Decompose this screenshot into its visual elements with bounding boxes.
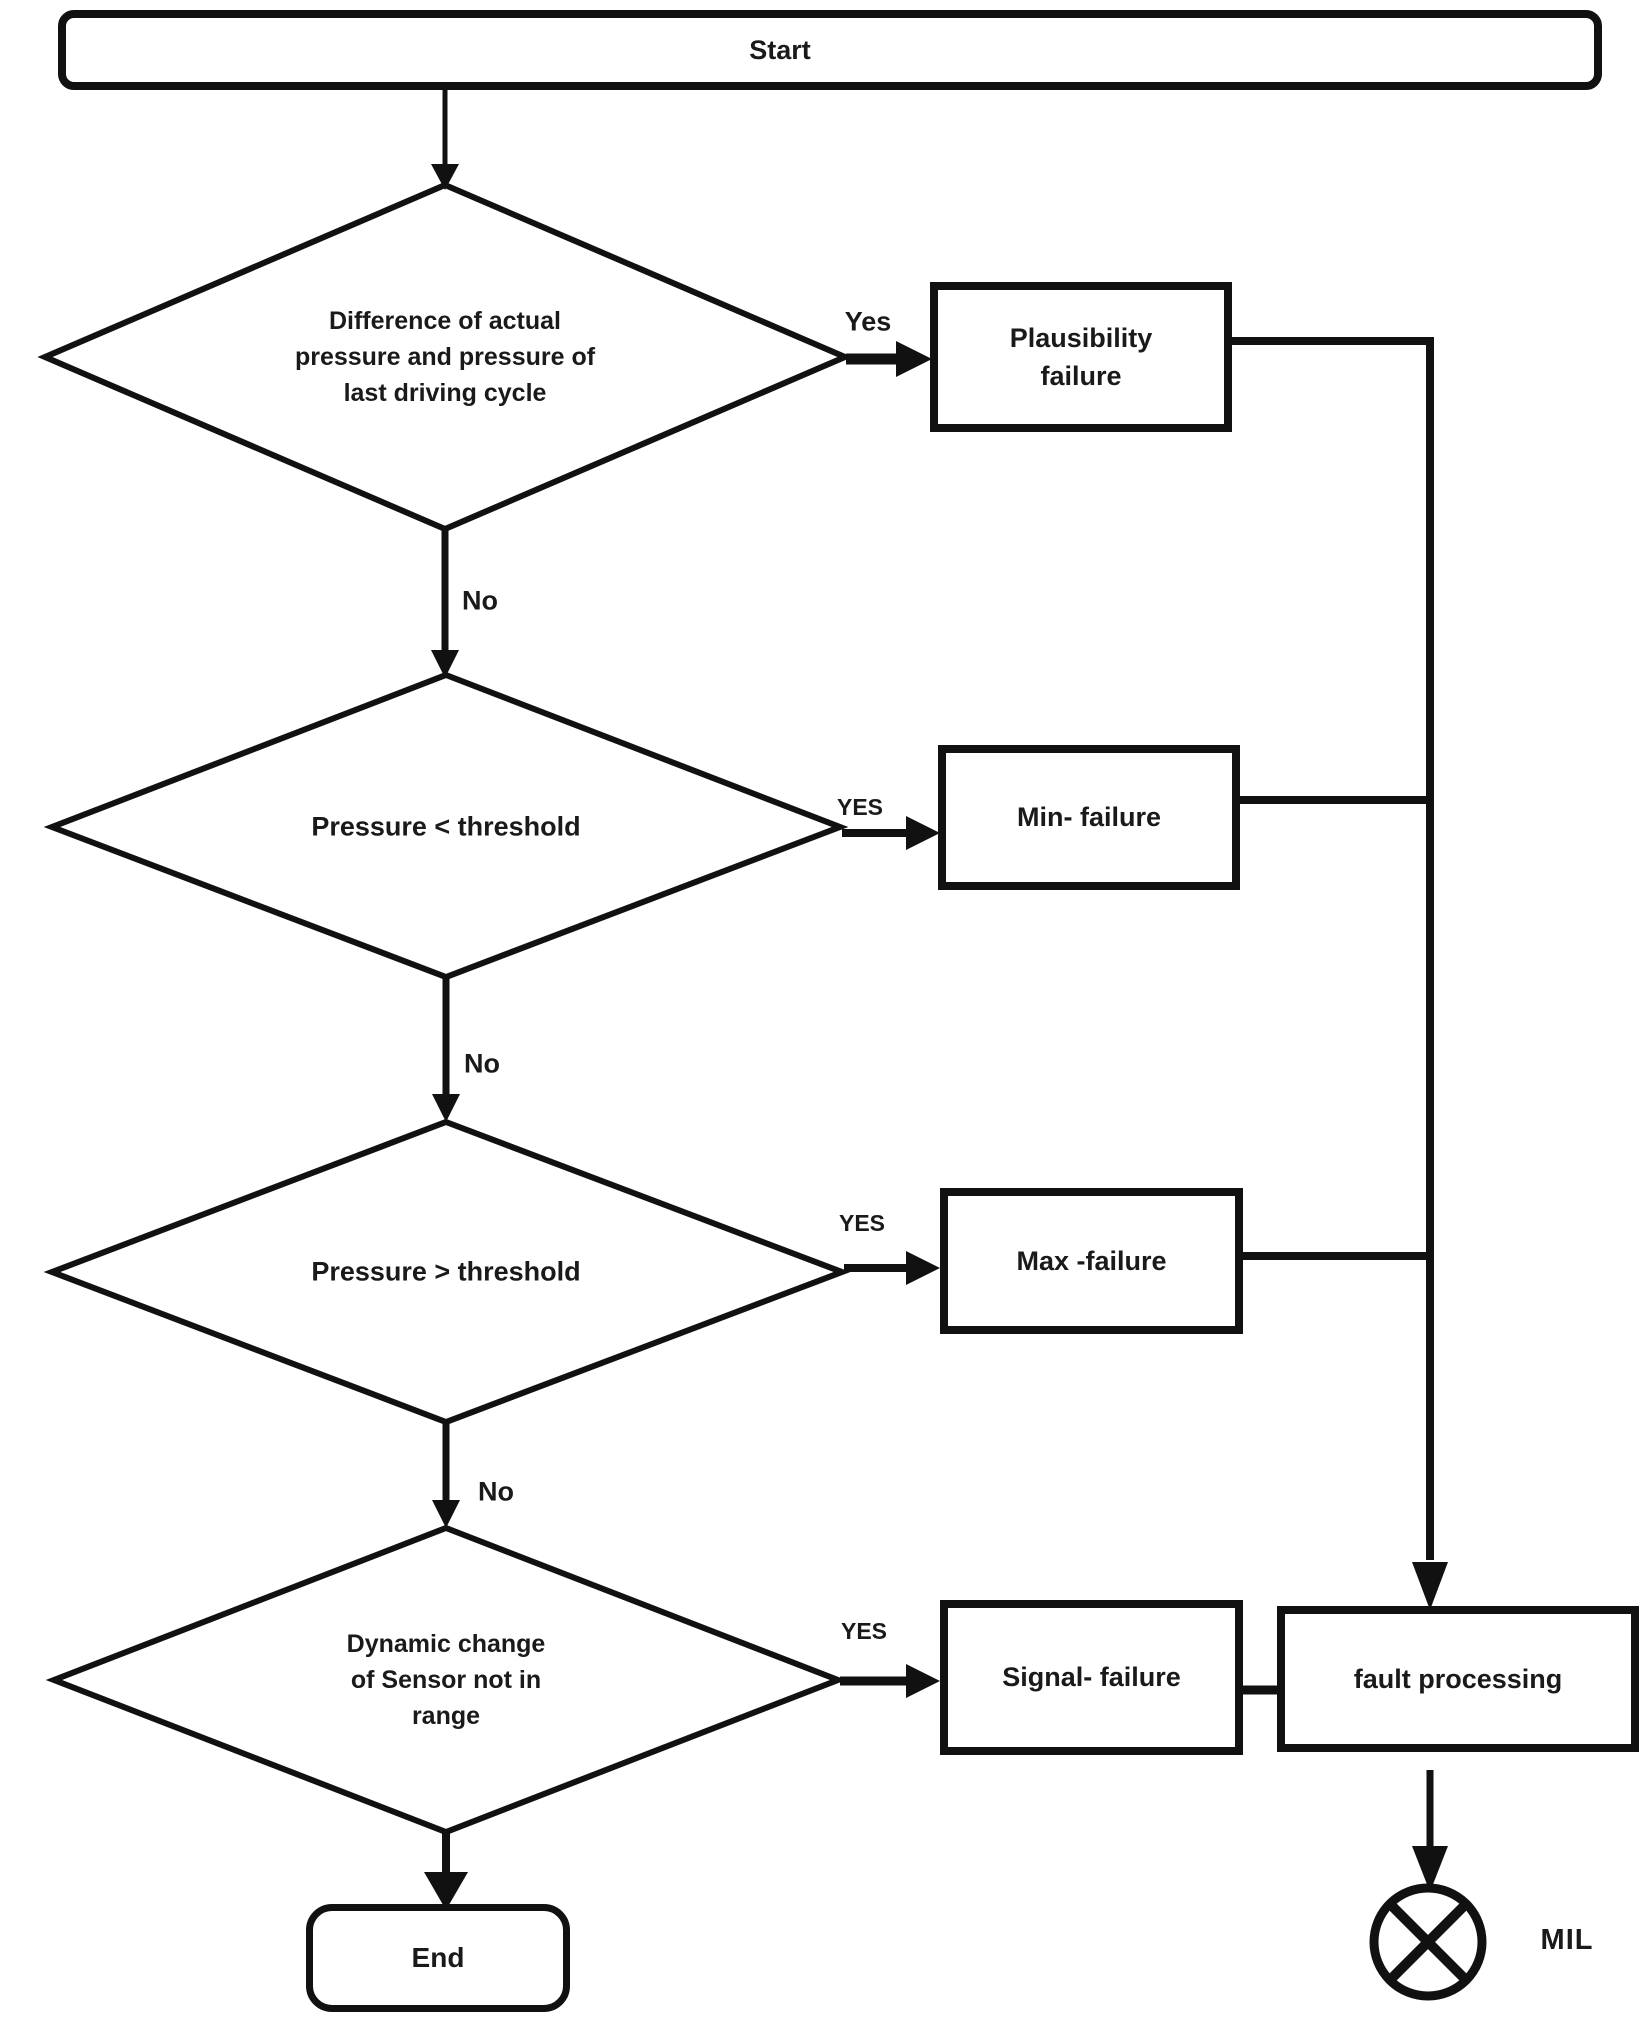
end-node-label: End	[411, 1942, 465, 1973]
arrowhead-into-mil-lamp	[1412, 1846, 1448, 1892]
arrowhead-into-decision1	[431, 164, 459, 190]
yes3-edge-label: YES	[838, 1210, 886, 1237]
arrowhead-into-decision2	[431, 650, 459, 678]
connector-plausibility-to-fault-processing	[1232, 337, 1434, 1560]
decision3-label: Pressure > threshold	[311, 1256, 581, 1287]
max-failure-box: Max -failure	[940, 1188, 1243, 1334]
arrowhead-into-signal-failure	[906, 1664, 940, 1698]
arrowhead-into-plausibility-failure	[896, 341, 932, 377]
mil-lamp-icon	[1369, 1883, 1487, 2001]
arrowhead-into-min-failure	[906, 816, 940, 850]
min-failure-label: Min- failure	[1016, 802, 1161, 832]
max-failure-label: Max -failure	[1016, 1245, 1167, 1276]
fault-processing-label: fault processing	[1353, 1663, 1563, 1694]
yes4-edge-label: YES	[840, 1618, 888, 1645]
mil-label: MIL	[1540, 1924, 1594, 1957]
plausibility-failure-label: Plausibility failure	[1009, 323, 1153, 391]
yes1-edge-label: Yes	[844, 306, 892, 337]
no1-edge-label: No	[462, 585, 498, 616]
signal-failure-label: Signal- failure	[1002, 1662, 1181, 1692]
start-node-label: Start	[749, 34, 811, 65]
start-node: Start	[58, 10, 1602, 90]
no3-edge-label: No	[478, 1476, 514, 1507]
decision1-label: Difference of actual pressure and pressu…	[294, 307, 596, 407]
mil-lamp-cross-line-2	[1387, 1901, 1469, 1983]
decision4-label: Dynamic change of Sensor not in range	[346, 1630, 546, 1730]
arrowhead-into-decision4	[432, 1500, 460, 1528]
end-node: End	[306, 1904, 570, 2012]
arrowhead-into-fault-processing	[1412, 1562, 1448, 1610]
arrowhead-into-decision3	[432, 1094, 460, 1122]
yes2-edge-label: YES	[836, 794, 884, 821]
decision2-label: Pressure < threshold	[311, 811, 581, 842]
min-failure-box: Min- failure	[938, 745, 1240, 890]
arrowhead-into-end	[424, 1872, 468, 1910]
plausibility-failure-box: Plausibility failure	[930, 282, 1232, 432]
arrowhead-into-max-failure	[906, 1251, 940, 1285]
fault-processing-box: fault processing	[1277, 1606, 1639, 1752]
no2-edge-label: No	[464, 1048, 500, 1079]
signal-failure-box: Signal- failure	[940, 1600, 1243, 1755]
